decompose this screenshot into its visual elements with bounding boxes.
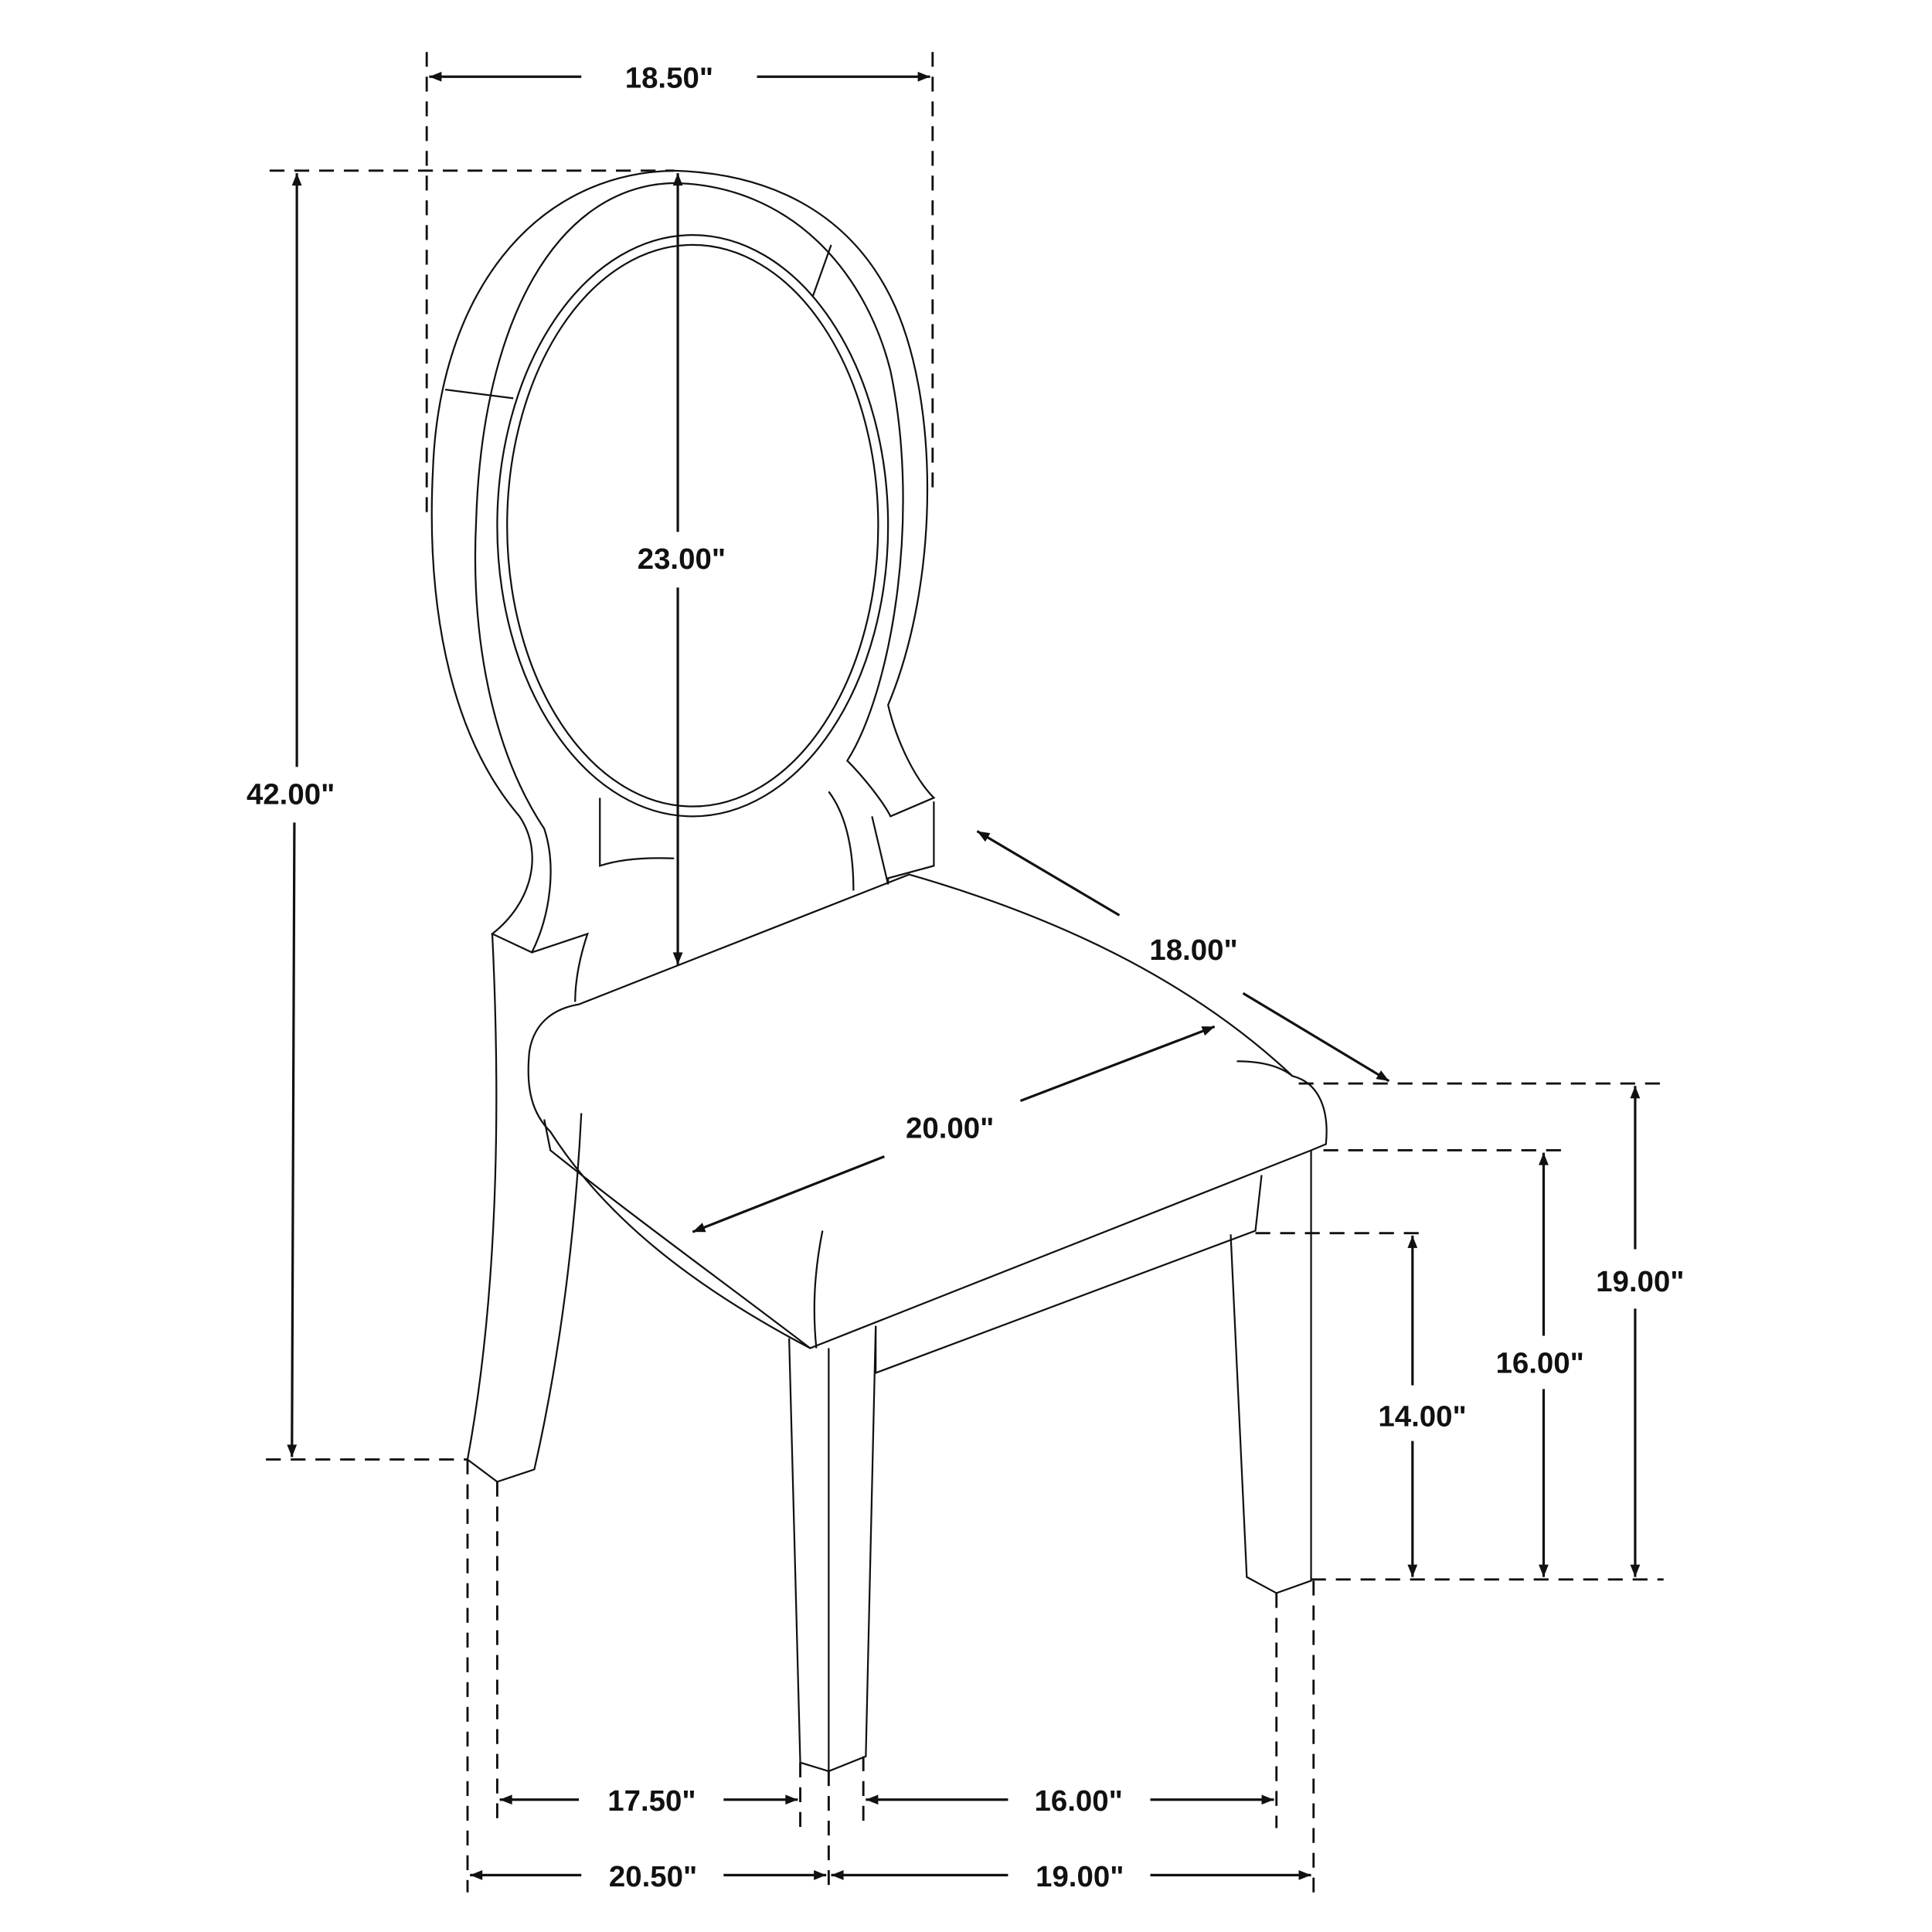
dim-seat-depth: 18.00" — [976, 830, 1390, 1083]
dim-apron-height: 16.00" — [1495, 1152, 1584, 1577]
dim-seat-height: 19.00" — [1596, 1086, 1684, 1577]
dim-seat-width: 20.00" — [692, 1025, 1216, 1233]
dim-back-width: 18.50" — [429, 62, 930, 95]
extension-lines — [266, 52, 1664, 1893]
label-overall-height: 42.00" — [247, 777, 335, 811]
dim-back-height: 23.00" — [638, 173, 726, 965]
label-apron-height: 16.00" — [1495, 1347, 1583, 1380]
dim-outer-leg-depth: 20.50" — [470, 1860, 827, 1893]
label-stretcher-height: 14.00" — [1378, 1400, 1466, 1433]
label-inner-leg-width: 16.00" — [1034, 1784, 1122, 1818]
dim-overall-height: 42.00" — [247, 173, 335, 1458]
dim-inner-leg-width: 16.00" — [866, 1784, 1274, 1818]
label-seat-width: 20.00" — [906, 1111, 994, 1145]
label-back-height: 23.00" — [638, 543, 726, 576]
label-seat-height: 19.00" — [1596, 1265, 1684, 1298]
label-outer-leg-width: 19.00" — [1036, 1860, 1124, 1893]
label-inner-leg-depth: 17.50" — [607, 1784, 696, 1818]
dim-inner-leg-depth: 17.50" — [499, 1784, 798, 1818]
label-seat-depth: 18.00" — [1149, 934, 1237, 967]
label-back-width: 18.50" — [625, 62, 713, 95]
chair-outline — [430, 169, 1328, 1773]
dim-stretcher-height: 14.00" — [1378, 1235, 1467, 1577]
dim-outer-leg-width: 19.00" — [831, 1860, 1311, 1893]
label-outer-leg-depth: 20.50" — [609, 1860, 697, 1893]
